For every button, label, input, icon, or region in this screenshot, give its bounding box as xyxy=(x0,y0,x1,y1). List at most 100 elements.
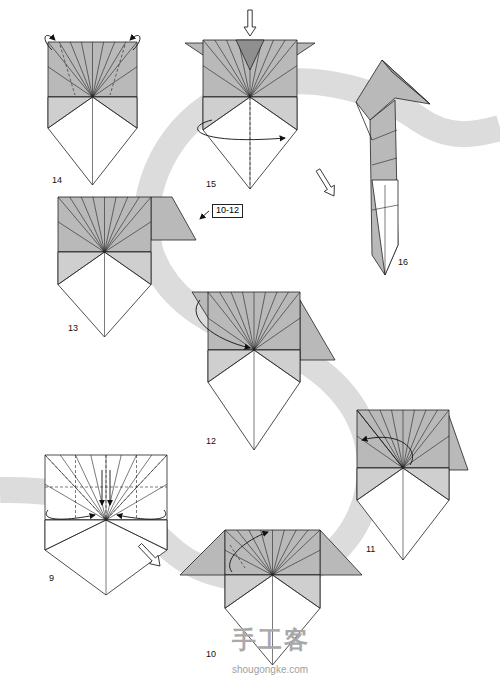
paper-flap xyxy=(357,410,449,468)
paper-flap xyxy=(48,97,93,128)
paper-flap xyxy=(93,97,138,128)
paper-flap xyxy=(58,252,105,285)
crease-stroke xyxy=(106,455,121,520)
crease-stroke xyxy=(249,530,273,575)
fold-arrow xyxy=(196,300,250,348)
crease-stroke xyxy=(254,318,300,350)
crease-stroke xyxy=(203,66,250,97)
paper-flap xyxy=(254,350,300,382)
crease-stroke xyxy=(58,252,105,285)
fold-arrow xyxy=(230,532,268,572)
watermark-url: shougongke.com xyxy=(232,665,308,675)
crease-stroke xyxy=(58,197,105,252)
crease-stroke xyxy=(254,292,289,350)
crease-stroke xyxy=(392,410,404,468)
crease-stroke xyxy=(273,530,285,575)
crease-stroke xyxy=(254,350,255,450)
guide-band xyxy=(0,81,500,578)
crease-stroke xyxy=(60,455,106,520)
crease-stroke xyxy=(403,468,404,560)
paper-flap xyxy=(45,520,106,550)
paper-flap xyxy=(208,350,300,450)
crease-stroke xyxy=(372,158,397,165)
fold-arrow xyxy=(362,437,413,465)
crease-stroke xyxy=(273,575,321,608)
step-arrow xyxy=(138,543,160,566)
step-number: 15 xyxy=(206,180,216,189)
paper-flap xyxy=(236,40,264,70)
crease-stroke xyxy=(105,197,128,252)
crease-stroke xyxy=(104,197,105,252)
leader-line xyxy=(200,211,209,219)
paper-flap xyxy=(382,60,430,104)
paper-flap xyxy=(151,197,196,240)
paper-flap xyxy=(58,252,151,337)
crease-stroke xyxy=(76,455,107,520)
step-reference: 10-12 xyxy=(216,206,239,216)
crease-stroke xyxy=(91,455,106,520)
crease-stroke xyxy=(106,455,107,520)
paper-flap xyxy=(370,100,398,275)
crease-stroke xyxy=(92,42,93,97)
crease-stroke xyxy=(357,436,403,468)
crease-stroke xyxy=(225,530,273,575)
crease-stroke xyxy=(75,455,76,520)
paper-flap xyxy=(203,97,250,130)
crease-stroke xyxy=(273,550,321,575)
crease-stroke xyxy=(106,455,137,520)
paper-flap xyxy=(357,468,449,560)
fold-arrow xyxy=(110,470,111,505)
paper-flap xyxy=(447,410,468,470)
crease-stroke xyxy=(250,97,251,189)
crease-stroke xyxy=(273,530,309,575)
watermark: 手工客 xyxy=(232,628,310,652)
crease-stroke xyxy=(237,530,273,575)
paper-flap xyxy=(273,575,321,608)
step-number: 10 xyxy=(206,650,216,659)
crease-stroke xyxy=(45,455,106,520)
crease-stroke xyxy=(225,575,273,608)
crease-stroke xyxy=(48,67,93,97)
paper-flap xyxy=(105,252,152,285)
crease-stroke xyxy=(403,436,449,468)
crease-stroke xyxy=(93,197,105,252)
crease-stroke xyxy=(70,42,92,97)
crease-stroke xyxy=(93,42,115,97)
crease-stroke xyxy=(273,530,297,575)
crease-stroke xyxy=(60,45,75,95)
paper-flap xyxy=(320,530,362,575)
paper-flap xyxy=(356,60,430,120)
step-number: 9 xyxy=(49,574,54,583)
crease-stroke xyxy=(356,102,372,140)
crease-stroke xyxy=(243,292,255,350)
crease-stroke xyxy=(254,292,266,350)
paper-flap xyxy=(180,530,225,575)
paper-flap xyxy=(403,468,449,500)
crease-stroke xyxy=(231,292,254,350)
crease-stroke xyxy=(106,520,167,550)
crease-stroke xyxy=(254,350,300,382)
paper-flap xyxy=(250,97,297,130)
crease-stroke xyxy=(403,468,449,500)
crease-stroke xyxy=(104,252,105,337)
paper-flap xyxy=(45,520,167,595)
step-arrow xyxy=(316,169,334,196)
crease-stroke xyxy=(403,410,426,468)
crease-stroke xyxy=(48,97,93,128)
crease-stroke xyxy=(105,252,152,285)
paper-flap xyxy=(48,42,137,97)
crease-stroke xyxy=(254,292,277,350)
crease-stroke xyxy=(45,520,106,550)
crease-stroke xyxy=(250,66,297,97)
crease-stroke xyxy=(93,42,138,97)
crease-stroke xyxy=(385,185,386,275)
crease-stroke xyxy=(403,410,449,468)
crease-stroke xyxy=(45,455,106,520)
step-number: 16 xyxy=(398,258,408,267)
crease-stroke xyxy=(250,97,251,189)
crease-stroke xyxy=(208,292,254,350)
crease-stroke xyxy=(106,455,107,520)
paper-flap xyxy=(45,455,167,520)
fold-arrow xyxy=(45,35,55,50)
